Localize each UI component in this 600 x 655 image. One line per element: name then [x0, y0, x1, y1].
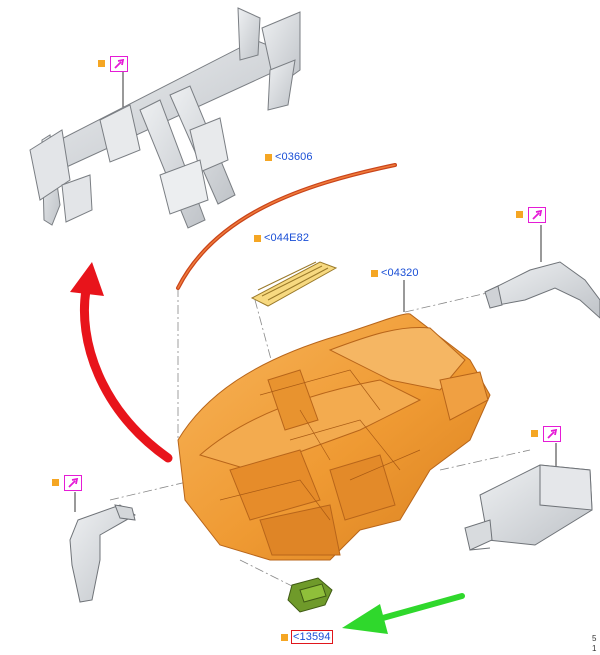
crossmember-beam-drawing	[29, 7, 301, 229]
callout-03606-label[interactable]: <03606	[275, 151, 313, 163]
bullet-square	[371, 269, 378, 277]
glove-box-drawing	[464, 464, 593, 551]
callout-13594-label[interactable]: <13594	[291, 630, 333, 644]
link-glovebox[interactable]	[543, 426, 561, 442]
callout-03606[interactable]: <03606	[265, 151, 313, 163]
arrow-link-icon	[532, 210, 543, 220]
callout-044e82[interactable]: <044E82	[254, 232, 309, 244]
callout-04320[interactable]: <04320	[371, 267, 419, 279]
callout-13594[interactable]: <13594	[281, 630, 333, 644]
link-crossmember[interactable]	[110, 56, 128, 72]
green-pointer-arrow	[342, 593, 465, 634]
bullet-square	[265, 153, 272, 161]
bullet-square	[52, 479, 59, 486]
link-right-duct[interactable]	[528, 207, 546, 223]
green-bracket-drawing	[287, 577, 333, 613]
red-rotation-arrow	[70, 262, 173, 463]
link-left-duct[interactable]	[64, 475, 82, 491]
panel-detail-lines	[219, 369, 421, 521]
arrow-link-icon	[547, 429, 558, 439]
bullet-square	[98, 60, 105, 67]
arrow-link-icon	[114, 59, 125, 69]
instrument-panel-drawing	[177, 313, 491, 561]
corner-mark-top: 5	[592, 634, 597, 643]
bullet-square	[531, 430, 538, 437]
center-vent-grille	[250, 261, 338, 307]
bullet-square	[516, 211, 523, 218]
bullet-square	[254, 234, 261, 242]
corner-mark-bottom: 1	[592, 644, 597, 653]
leader-lines	[109, 288, 531, 591]
callout-stems	[74, 72, 557, 512]
arrow-link-icon	[68, 478, 79, 488]
callout-04320-label[interactable]: <04320	[381, 267, 419, 279]
right-air-duct-drawing	[484, 261, 600, 319]
left-air-duct-drawing	[69, 504, 136, 603]
bullet-square	[281, 633, 288, 641]
callout-044e82-label[interactable]: <044E82	[264, 232, 310, 244]
